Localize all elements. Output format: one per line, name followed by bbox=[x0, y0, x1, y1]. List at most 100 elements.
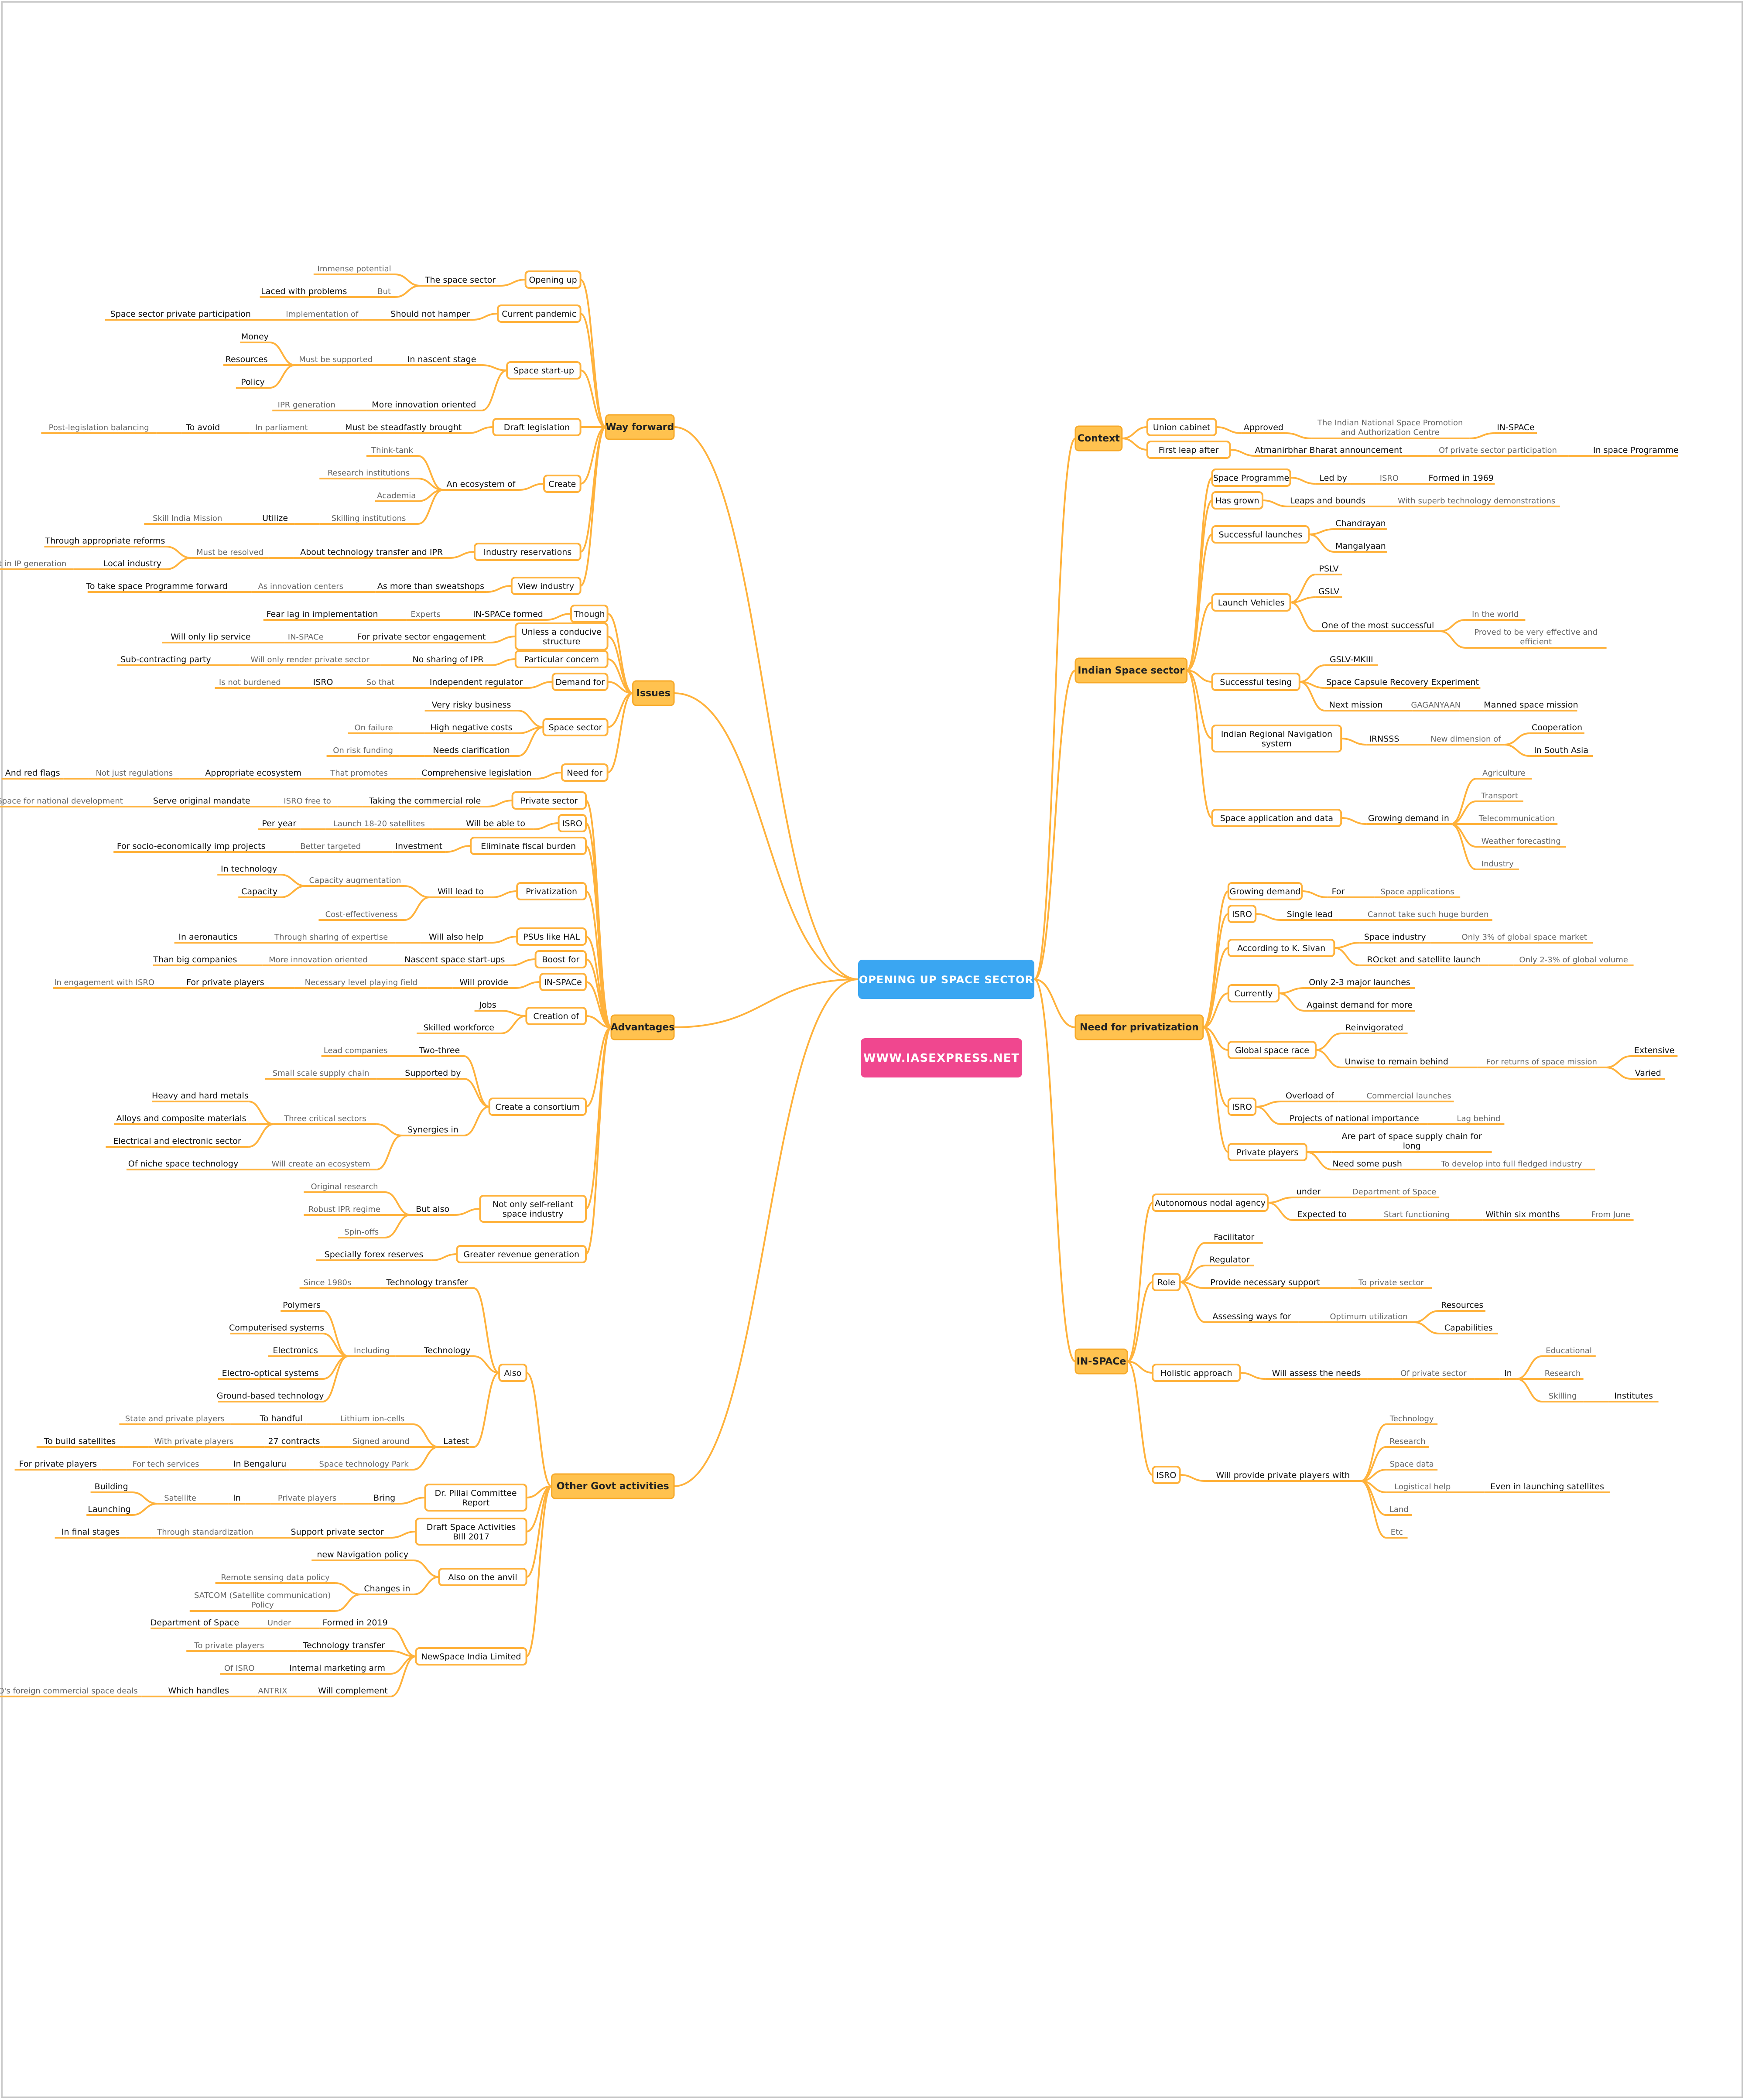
node-manned-space-mission[interactable]: Manned space mission bbox=[1484, 700, 1578, 711]
subtopic-creation-of[interactable]: Creation of bbox=[525, 1007, 587, 1025]
central-topic-box[interactable] bbox=[858, 960, 1034, 999]
node-in-south-asia[interactable]: In South Asia bbox=[1529, 746, 1593, 757]
subtopic-not-only-self-reliant-space-industry-box[interactable] bbox=[479, 1195, 587, 1223]
node-even-in-launching-satellites[interactable]: Even in launching satellites bbox=[1484, 1482, 1610, 1493]
node-growing-demand-in[interactable]: Growing demand in bbox=[1366, 814, 1451, 825]
node-skilling-institutions[interactable]: Skilling institutions bbox=[319, 514, 418, 525]
node-space-sector-private-participation[interactable]: Space sector private participation bbox=[105, 309, 256, 321]
node-but-also[interactable]: But also bbox=[410, 1204, 455, 1216]
subtopic-newspace-india-limited-box[interactable] bbox=[415, 1647, 527, 1666]
node-for-private-sector-engagement[interactable]: For private sector engagement bbox=[352, 632, 490, 643]
node-27-contracts[interactable]: 27 contracts bbox=[264, 1436, 324, 1448]
node-agriculture[interactable]: Agriculture bbox=[1476, 769, 1532, 780]
main-topic-advantages-box[interactable] bbox=[610, 1014, 675, 1040]
node-will-create-an-ecosystem[interactable]: Will create an ecosystem bbox=[265, 1159, 377, 1170]
node-electrical-and-electronic-sector[interactable]: Electrical and electronic sector bbox=[106, 1136, 249, 1148]
node-better-targeted[interactable]: Better targeted bbox=[294, 842, 367, 853]
node-fear-lag-in-implementation[interactable]: Fear lag in implementation bbox=[263, 609, 381, 621]
node-single-lead[interactable]: Single lead bbox=[1281, 910, 1339, 921]
node-needs-clarification[interactable]: Needs clarification bbox=[424, 746, 518, 757]
node-satellite[interactable]: Satellite bbox=[157, 1494, 203, 1505]
node-commercial-launches[interactable]: Commercial launches bbox=[1364, 1091, 1454, 1102]
subtopic-successful-launches-box[interactable] bbox=[1211, 525, 1310, 544]
node-in-space[interactable]: IN-SPACe bbox=[284, 633, 327, 643]
node-logistical-help[interactable]: Logistical help bbox=[1386, 1482, 1459, 1493]
node-independent-regulator[interactable]: Independent regulator bbox=[425, 677, 527, 689]
main-topic-need-for-privatization-box[interactable] bbox=[1074, 1014, 1204, 1040]
node-in-nascent-stage[interactable]: In nascent stage bbox=[402, 355, 482, 366]
node-cost-effectiveness[interactable]: Cost-effectiveness bbox=[318, 910, 404, 921]
node-original-research[interactable]: Original research bbox=[304, 1182, 385, 1193]
subtopic-growing-demand-box[interactable] bbox=[1227, 882, 1303, 900]
node-varied[interactable]: Varied bbox=[1631, 1068, 1665, 1080]
subtopic-isro-box[interactable] bbox=[558, 814, 587, 832]
node-to-handful[interactable]: To handful bbox=[256, 1414, 307, 1425]
node-will-only-render-private-sector[interactable]: Will only render private sector bbox=[239, 655, 381, 666]
node-local-industry[interactable]: Local industry bbox=[99, 559, 166, 570]
node-department-of-space[interactable]: Department of Space bbox=[151, 1618, 239, 1629]
node-sub-contracting-party[interactable]: Sub-contracting party bbox=[117, 655, 214, 666]
subtopic-dr-pillai-committee-report-box[interactable] bbox=[424, 1484, 527, 1512]
node-in-aeronautics[interactable]: In aeronautics bbox=[174, 932, 242, 944]
node-next-mission[interactable]: Next mission bbox=[1324, 700, 1387, 711]
node-isro[interactable]: ISRO bbox=[310, 677, 336, 689]
subtopic-though-box[interactable] bbox=[570, 605, 609, 623]
node-will-lead-to[interactable]: Will lead to bbox=[429, 887, 492, 898]
main-topic-way-forward-box[interactable] bbox=[605, 414, 675, 440]
main-topic-way-forward[interactable]: Way forward bbox=[605, 414, 675, 440]
subtopic-greater-revenue-generation-box[interactable] bbox=[456, 1245, 587, 1263]
node-to-private-sector[interactable]: To private sector bbox=[1350, 1278, 1432, 1289]
subtopic-holistic-approach[interactable]: Holistic approach bbox=[1152, 1364, 1241, 1382]
subtopic-isro-box[interactable] bbox=[1227, 905, 1257, 923]
subtopic-in-space-box[interactable] bbox=[539, 973, 587, 991]
node-in-the-world[interactable]: In the world bbox=[1465, 610, 1526, 621]
node-including[interactable]: Including bbox=[348, 1346, 396, 1357]
node-an-ecosystem-of[interactable]: An ecosystem of bbox=[443, 479, 519, 491]
node-alloys-and-composite-materials[interactable]: Alloys and composite materials bbox=[114, 1114, 249, 1125]
node-isro-free-to[interactable]: ISRO free to bbox=[277, 797, 338, 807]
subtopic-eliminate-fiscal-burden-box[interactable] bbox=[470, 837, 587, 855]
node-in-parliament[interactable]: In parliament bbox=[249, 423, 314, 434]
subtopic-eliminate-fiscal-burden[interactable]: Eliminate fiscal burden bbox=[470, 837, 587, 855]
node-in-space-formed[interactable]: IN-SPACe formed bbox=[470, 609, 546, 621]
node-through-standardization[interactable]: Through standardization bbox=[151, 1528, 259, 1539]
subtopic-creation-of-box[interactable] bbox=[525, 1007, 587, 1025]
node-to-avoid[interactable]: To avoid bbox=[181, 423, 224, 434]
node-for-socio-economically-imp-projects[interactable]: For socio-economically imp projects bbox=[113, 841, 269, 853]
subtopic-according-to-k-sivan[interactable]: According to K. Sivan bbox=[1227, 939, 1335, 957]
node-polymers[interactable]: Polymers bbox=[281, 1300, 323, 1312]
node-space-industry[interactable]: Space industry bbox=[1359, 932, 1431, 944]
subtopic-space-programme[interactable]: Space Programme bbox=[1211, 469, 1291, 487]
node-must-be-steadfastly-brought[interactable]: Must be steadfastly brought bbox=[339, 423, 468, 434]
node-overload-of[interactable]: Overload of bbox=[1281, 1091, 1339, 1102]
node-provide-necessary-support[interactable]: Provide necessary support bbox=[1205, 1278, 1325, 1289]
node-lag-behind[interactable]: Lag behind bbox=[1453, 1114, 1505, 1125]
node-in-final-stages[interactable]: In final stages bbox=[55, 1527, 127, 1539]
subtopic-private-sector-box[interactable] bbox=[511, 791, 587, 810]
node-mangalyaan[interactable]: Mangalyaan bbox=[1334, 541, 1387, 553]
node-extensive[interactable]: Extensive bbox=[1631, 1046, 1678, 1057]
node-gaganyaan[interactable]: GAGANYAAN bbox=[1411, 701, 1461, 711]
node-satcom-satellite-communication-policy[interactable]: SATCOM (Satellite communication)Policy bbox=[189, 1591, 335, 1612]
subtopic-privatization-box[interactable] bbox=[516, 882, 587, 900]
node-cannot-take-such-huge-burden[interactable]: Cannot take such huge burden bbox=[1364, 910, 1492, 921]
node-of-private-sector-participation[interactable]: Of private sector participation bbox=[1427, 446, 1569, 457]
node-reinvigorated[interactable]: Reinvigorated bbox=[1341, 1023, 1408, 1034]
subtopic-create-a-consortium[interactable]: Create a consortium bbox=[488, 1098, 587, 1116]
node-irnsss[interactable]: IRNSSS bbox=[1366, 734, 1402, 746]
main-topic-context-box[interactable] bbox=[1074, 425, 1123, 451]
node-should-not-hamper[interactable]: Should not hamper bbox=[388, 309, 472, 321]
node-educational[interactable]: Educational bbox=[1542, 1346, 1596, 1357]
node-for-tech-services[interactable]: For tech services bbox=[127, 1460, 205, 1471]
node-lead-companies[interactable]: Lead companies bbox=[321, 1046, 390, 1057]
node-atmanirbhar-bharat-announcement[interactable]: Atmanirbhar Bharat announcement bbox=[1255, 445, 1403, 457]
node-must-invest-in-ip-generation[interactable]: Must invest in IP generation bbox=[0, 559, 74, 570]
node-specially-forex-reserves[interactable]: Specially forex reserves bbox=[316, 1250, 432, 1261]
node-electro-optical-systems[interactable]: Electro-optical systems bbox=[218, 1368, 323, 1380]
node-must-be-supported[interactable]: Must be supported bbox=[295, 355, 376, 366]
node-implementation-of[interactable]: Implementation of bbox=[281, 310, 363, 321]
node-new-dimension-of[interactable]: New dimension of bbox=[1427, 735, 1505, 746]
subtopic-industry-reservations-box[interactable] bbox=[474, 543, 582, 561]
subtopic-space-sector-box[interactable] bbox=[542, 718, 609, 736]
